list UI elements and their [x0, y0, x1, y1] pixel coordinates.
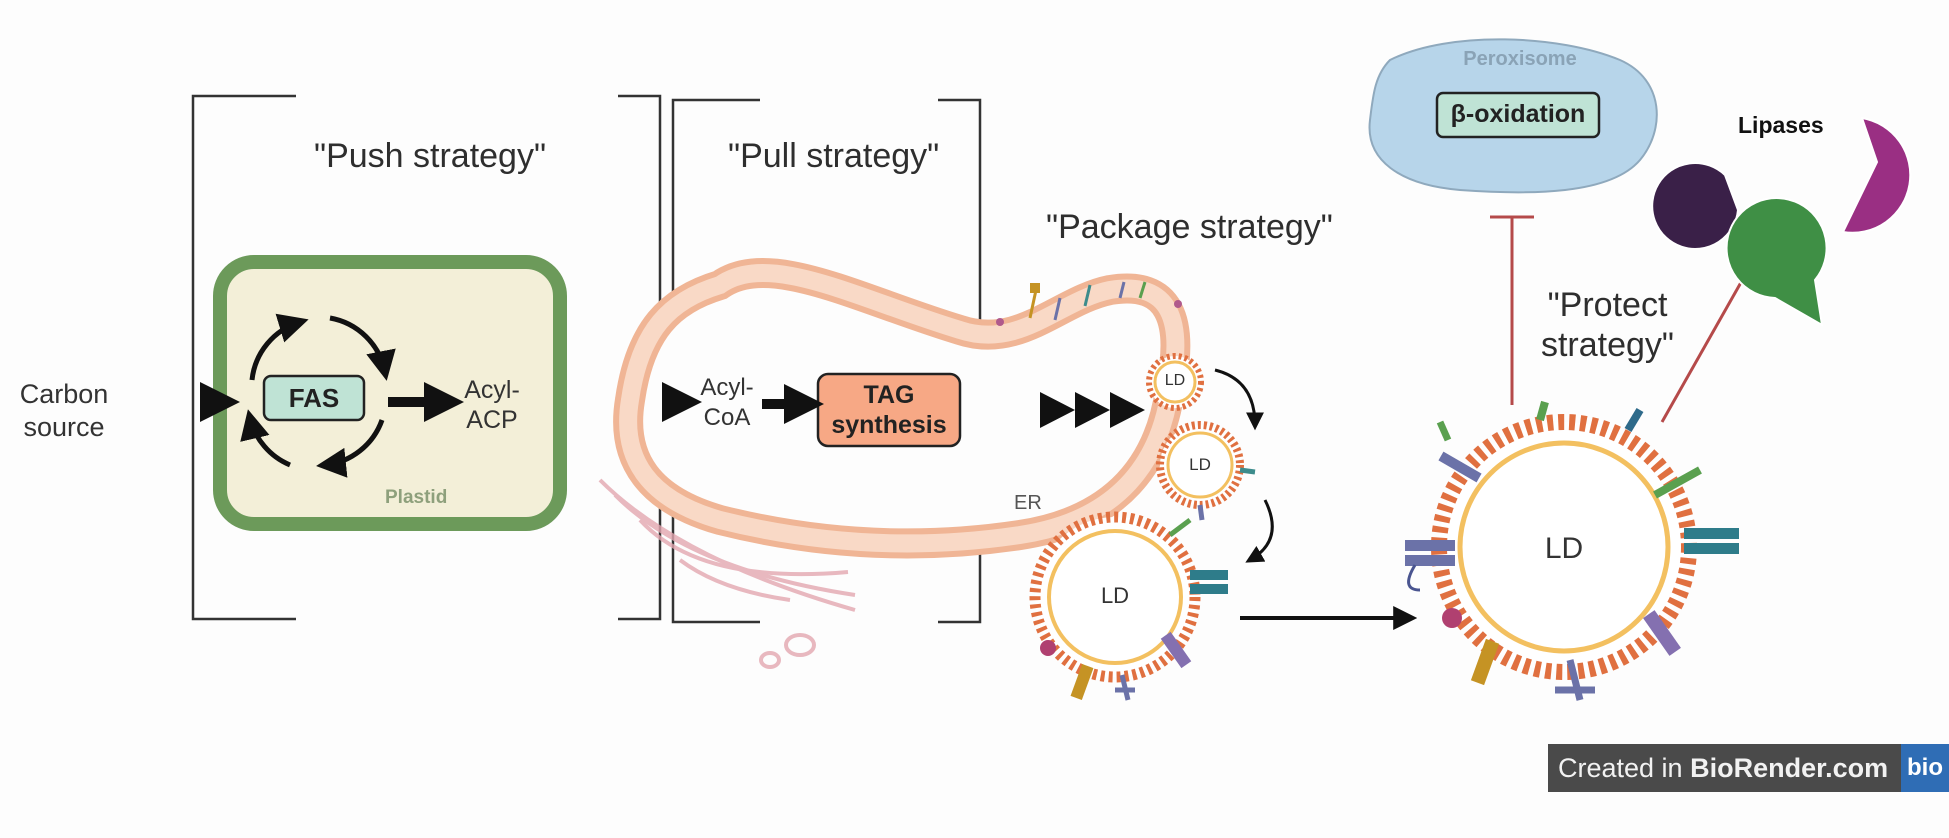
acyl-coa-line1: Acyl- [700, 374, 754, 401]
ld-small-1-label: LD [1164, 372, 1186, 389]
er-label: ER [1014, 492, 1042, 514]
lipases-label: Lipases [1738, 112, 1824, 138]
ld-medium-label: LD [1100, 583, 1130, 608]
flow-arrows [122, 382, 1418, 630]
carbon-source-line2: source [23, 412, 105, 442]
fas-box [262, 374, 366, 422]
tag-synthesis-label: TAG synthesis [818, 380, 960, 440]
lipid-droplet-small-2 [1156, 421, 1256, 521]
pull-strategy-label: "Pull strategy" [728, 137, 940, 175]
lipid-droplet-medium [1029, 511, 1228, 701]
protect-strategy-line1: "Protect [1547, 286, 1668, 324]
biorender-watermark: Created in BioRender.com bio [1548, 744, 1949, 792]
push-strategy-label: "Push strategy" [314, 137, 547, 175]
beta-oxidation-box [1435, 91, 1601, 139]
carbon-source-label: Carbon source [8, 378, 120, 444]
ld-large-label: LD [1544, 532, 1584, 565]
carbon-source-line1: Carbon [19, 379, 109, 409]
tag-line1: TAG [863, 381, 915, 409]
er-proteins [996, 281, 1182, 326]
protect-strategy-line2: strategy" [1540, 326, 1674, 364]
ld-curve-arrows [1214, 368, 1274, 563]
watermark-text: Created in BioRender.com [1548, 753, 1901, 784]
golgi-stacks [598, 478, 856, 669]
acyl-coa-label: Acyl- CoA [692, 373, 762, 433]
acyl-acp-line2: ACP [466, 406, 518, 434]
protect-strategy-label: "Protect strategy" [1520, 285, 1695, 365]
acyl-coa-line2: CoA [703, 404, 751, 431]
ld-small-2-label: LD [1189, 455, 1211, 474]
fas-label: FAS [288, 383, 340, 413]
plastid-label: Plastid [385, 487, 448, 508]
biorender-logo-icon: bio [1901, 744, 1949, 792]
package-strategy-label: "Package strategy" [1046, 208, 1333, 246]
watermark-brand: BioRender.com [1690, 752, 1889, 783]
watermark-prefix: Created in [1558, 752, 1691, 783]
peroxisome-label: Peroxisome [1463, 48, 1577, 70]
lipid-droplet-large [1405, 400, 1739, 701]
acyl-acp-label: Acyl- ACP [452, 375, 532, 435]
acyl-acp-line1: Acyl- [464, 376, 520, 404]
tag-line2: synthesis [831, 411, 947, 439]
lipid-droplet-small-1 [1146, 353, 1204, 411]
lipase-enzymes [1651, 116, 1912, 327]
fas-cycle-arrows [240, 313, 396, 478]
beta-oxidation-label: β-oxidation [1450, 100, 1586, 128]
